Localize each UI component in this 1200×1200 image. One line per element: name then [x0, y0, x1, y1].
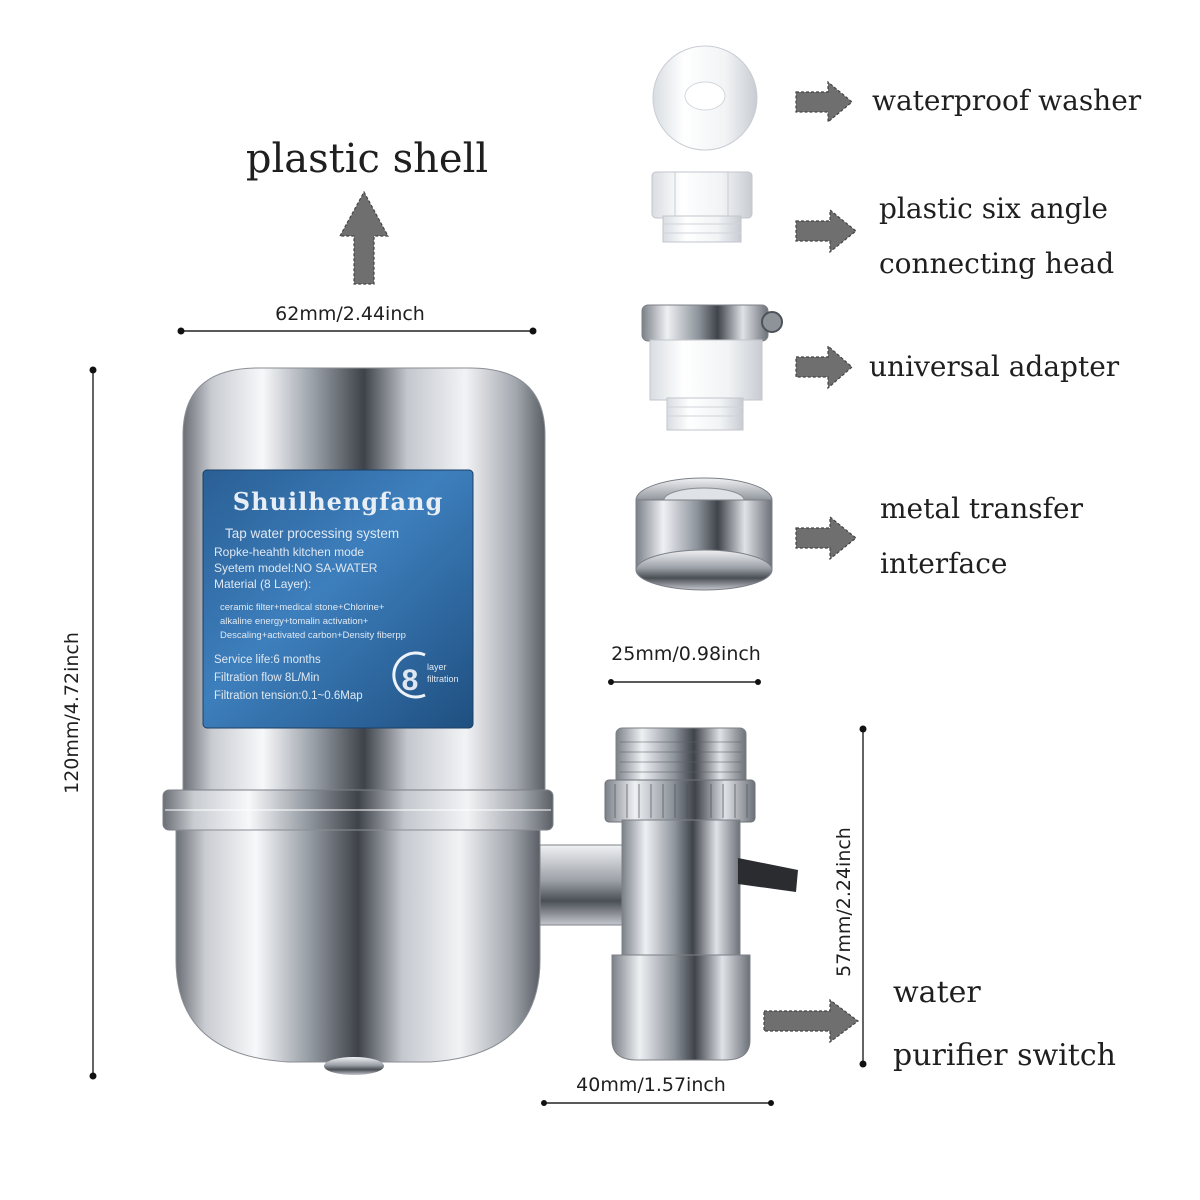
label-line-4: Material (8 Layer):: [214, 577, 311, 591]
arrow-right-icon: [763, 998, 859, 1044]
universal-adapter-illustration: [641, 304, 783, 431]
label-line-5: ceramic filter+medical stone+Chlorine+: [220, 602, 385, 613]
hex-connector-illustration: [651, 171, 753, 243]
label-line-1: Tap water processing system: [225, 526, 399, 541]
callout-switch-line-2: purifier switch: [893, 1038, 1116, 1073]
callout-plastic-shell: plastic shell: [246, 136, 488, 182]
waterproof-washer-illustration: [652, 45, 758, 151]
dimension-width-top-label: 62mm/2.44inch: [275, 303, 425, 325]
callout-universal-adapter: universal adapter: [869, 350, 1120, 383]
label-line-8: Service life:6 months: [214, 654, 321, 666]
label-line-2: Ropke-heahth kitchen mode: [214, 545, 364, 559]
label-line-3: Syetem model:NO SA-WATER: [214, 561, 378, 575]
dimension-width-top: 62mm/2.44inch: [177, 303, 537, 335]
callout-metal-transfer-line-1: metal transfer: [880, 492, 1084, 525]
callout-waterproof-washer: waterproof washer: [872, 84, 1142, 117]
callout-six-angle-line-2: connecting head: [879, 247, 1114, 280]
faucet-connector-illustration: [539, 727, 798, 1061]
badge-number: 8: [402, 664, 419, 697]
dimension-height-left-label: 120mm/4.72inch: [61, 632, 83, 794]
eight-layer-badge: 8 layer filtration: [392, 651, 459, 699]
arrow-right-icon: [795, 80, 853, 124]
label-line-9: Filtration flow 8L/Min: [214, 672, 319, 684]
arrow-up-icon: [338, 190, 390, 285]
dimension-switch-width-label: 40mm/1.57inch: [576, 1074, 726, 1096]
callout-metal-transfer-line-2: interface: [880, 547, 1008, 580]
badge-line-2: filtration: [427, 674, 459, 684]
svg-text:Shuilhengfang: Shuilhengfang: [233, 487, 444, 516]
dimension-switch-height-label: 57mm/2.24inch: [833, 827, 855, 977]
arrow-right-icon: [795, 344, 853, 390]
dimension-switch-width: 40mm/1.57inch: [541, 1074, 774, 1106]
label-line-6: alkaline energy+tomalin activation+: [220, 616, 369, 627]
product-label: Shuilhengfang Tap water processing syste…: [202, 469, 474, 729]
arrow-right-icon: [795, 515, 857, 561]
brand-wordmark-logo: Shuilhengfang: [233, 487, 444, 516]
label-line-10: Filtration tension:0.1~0.6Map: [214, 690, 363, 702]
label-line-7: Descaling+activated carbon+Density fiber…: [220, 630, 406, 641]
dimension-interface-label: 25mm/0.98inch: [611, 643, 761, 665]
dimension-switch-height: 57mm/2.24inch: [833, 725, 867, 1068]
callout-six-angle-line-1: plastic six angle: [879, 192, 1108, 225]
arrow-right-icon: [795, 208, 857, 254]
callout-switch-line-1: water: [893, 975, 981, 1010]
dimension-height-left: 120mm/4.72inch: [61, 366, 97, 1080]
metal-interface-illustration: [635, 477, 773, 591]
dimension-interface: 25mm/0.98inch: [608, 643, 761, 685]
badge-line-1: layer: [427, 662, 447, 672]
